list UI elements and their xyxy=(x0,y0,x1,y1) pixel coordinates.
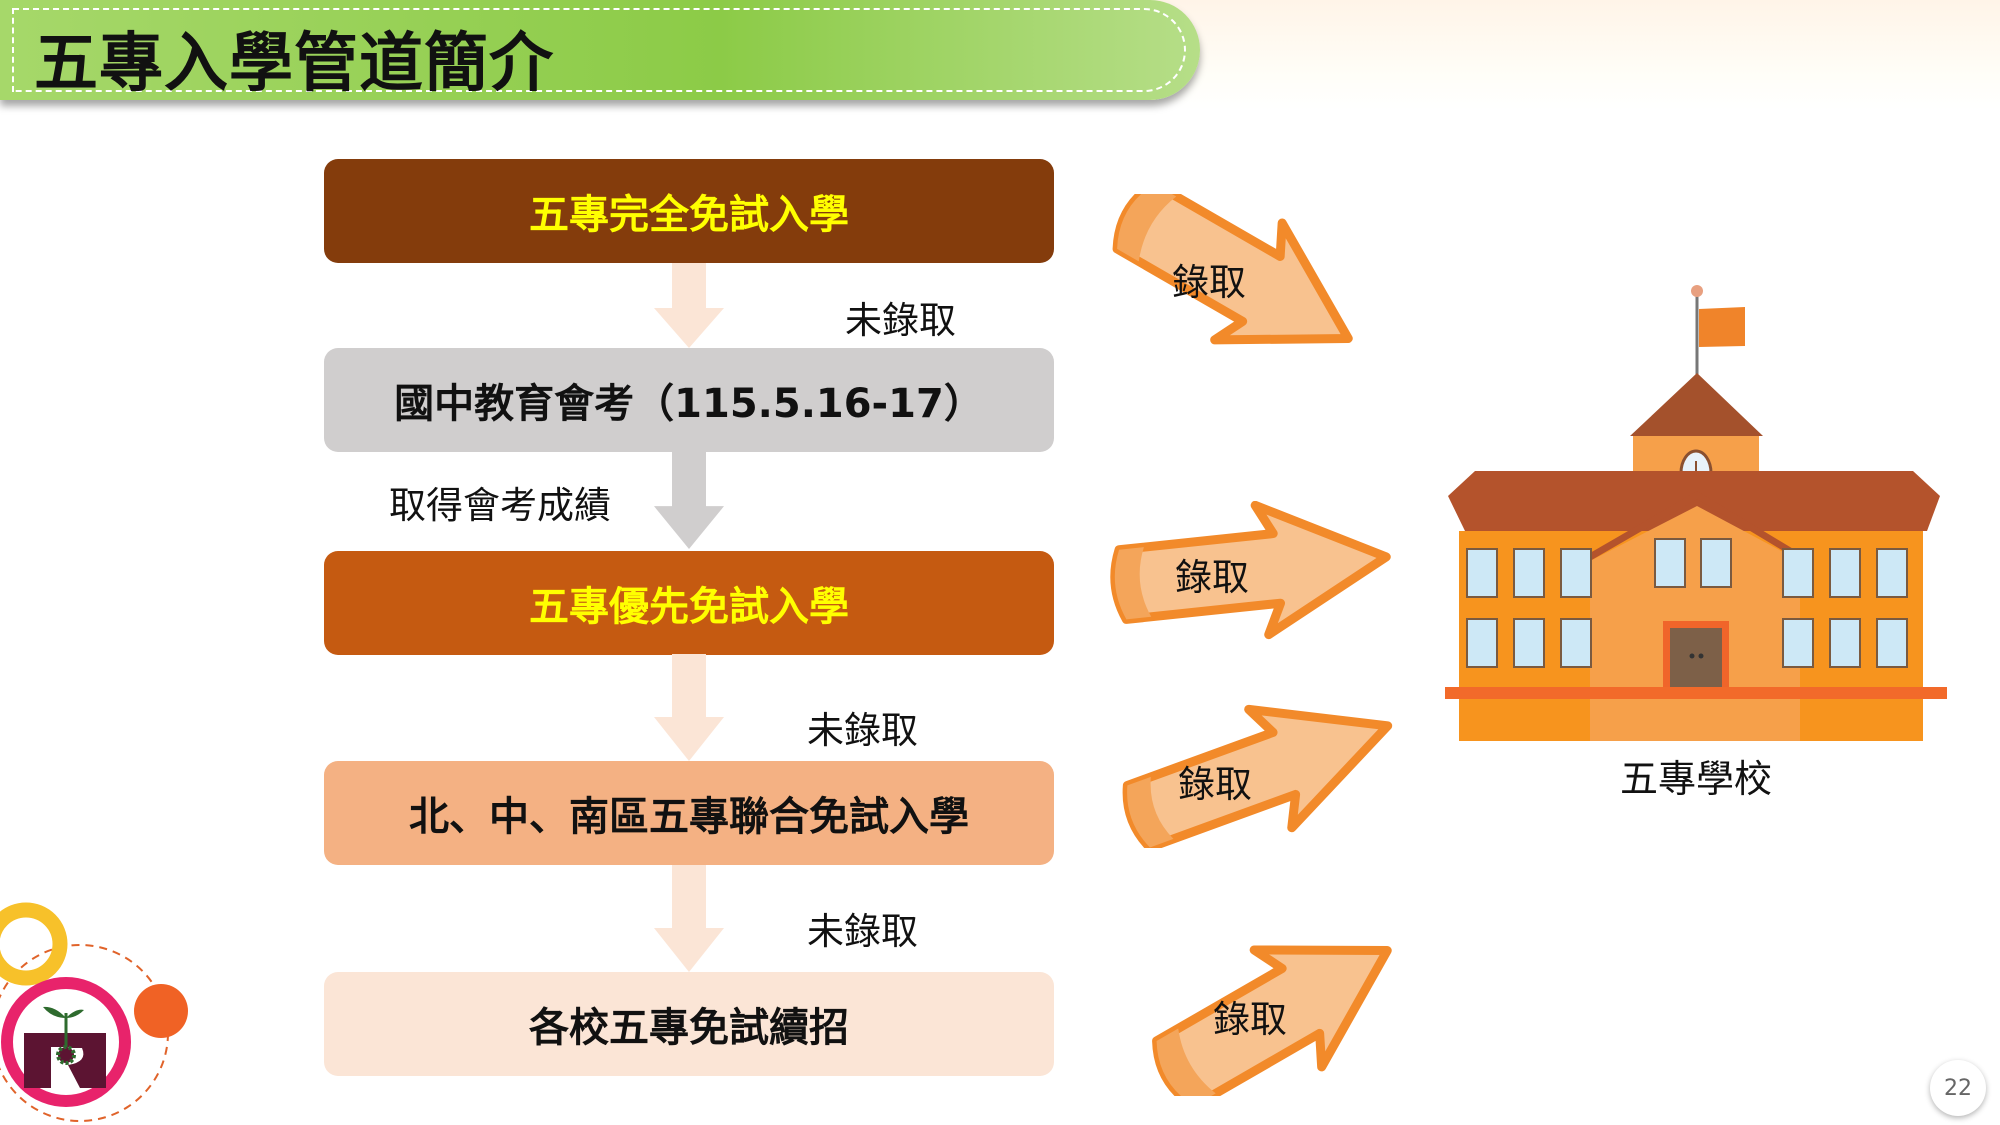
top-glow xyxy=(1150,0,2000,110)
connector-not-admitted: 未錄取 xyxy=(845,299,956,342)
school-logo xyxy=(0,902,188,1122)
school-label: 五專學校 xyxy=(1620,757,1773,801)
admit-label: 錄取 xyxy=(1213,998,1287,1041)
admit-arrow-3: 錄取 xyxy=(1116,698,1401,852)
down-arrow-icon xyxy=(654,865,724,972)
admit-label: 錄取 xyxy=(1172,261,1246,304)
school-building-icon xyxy=(1445,285,1947,741)
title-banner: 五專入學管道簡介 xyxy=(0,0,1200,101)
page-title: 五專入學管道簡介 xyxy=(34,27,554,101)
arrow-icon xyxy=(1122,704,1393,852)
arrow-icon xyxy=(1112,179,1353,345)
step-cap-exam: 國中教育會考（115.5.16-17） xyxy=(324,348,1054,452)
connector-not-admitted: 未錄取 xyxy=(807,910,918,953)
step-joint-exam-free: 北、中、南區五專聯合免試入學 xyxy=(324,761,1054,865)
step-continued-enrollment: 各校五專免試續招 xyxy=(324,972,1054,1076)
down-arrow-icon xyxy=(654,263,724,348)
admit-arrow-1: 錄取 xyxy=(1100,179,1380,359)
connector-not-admitted: 未錄取 xyxy=(807,709,918,752)
arrow-icon xyxy=(1152,945,1392,1111)
step-priority-exam-free: 五專優先免試入學 xyxy=(324,551,1054,655)
admit-arrow-4: 錄取 xyxy=(1139,931,1419,1111)
page-number: 22 xyxy=(1930,1060,1986,1116)
down-arrow-icon xyxy=(654,654,724,761)
admit-label: 錄取 xyxy=(1175,556,1249,599)
connector-get-scores: 取得會考成績 xyxy=(389,484,611,527)
admit-label: 錄取 xyxy=(1178,763,1252,806)
banner-dashed-border xyxy=(12,8,1186,92)
down-arrow-icon xyxy=(654,445,724,549)
admit-arrow-2: 錄取 xyxy=(1107,500,1397,641)
step-complete-exam-free: 五專完全免試入學 xyxy=(324,159,1054,263)
arrow-icon xyxy=(1110,500,1391,640)
